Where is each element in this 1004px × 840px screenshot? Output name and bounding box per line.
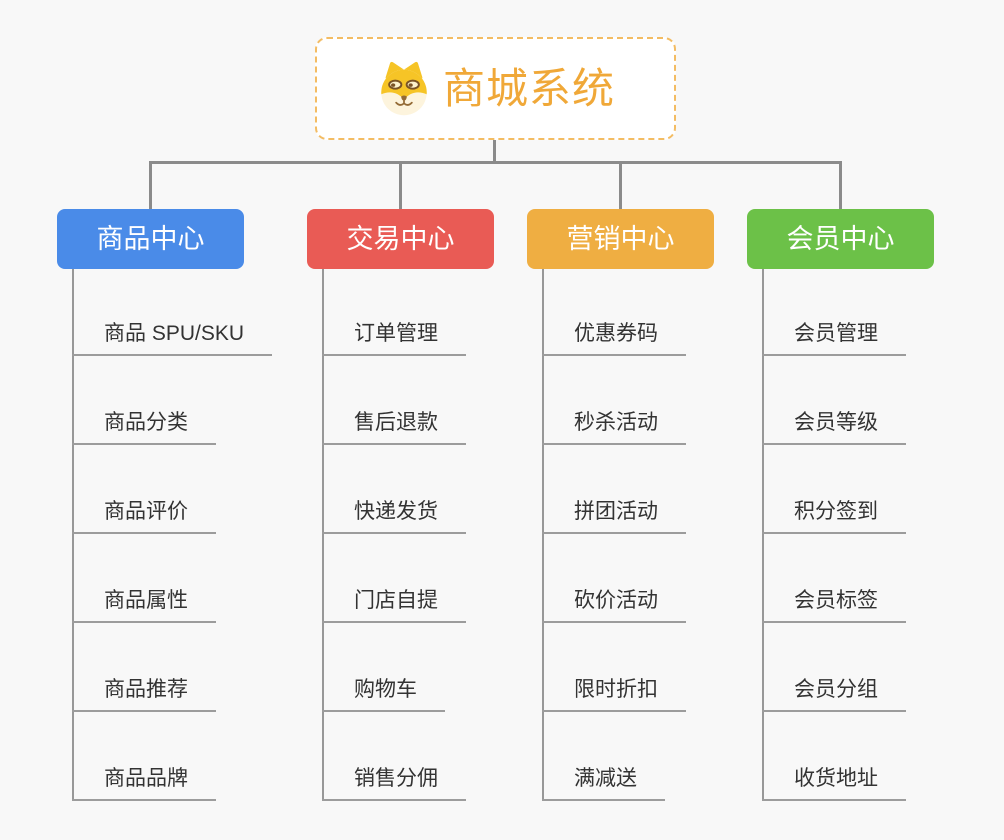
connector-drop-member [839,161,842,210]
leaf-item[interactable]: 砍价活动 [542,583,686,623]
branch-label: 营销中心 [566,223,675,254]
connector-column-member [762,269,764,801]
leaf-item[interactable]: 会员等级 [762,405,906,445]
leaf-item[interactable]: 快递发货 [322,494,466,534]
branch-trade-center[interactable]: 交易中心 [307,209,494,269]
branch-label: 商品中心 [96,223,205,254]
leaf-item[interactable]: 门店自提 [322,583,466,623]
connector-bus [150,161,842,164]
leaf-item[interactable]: 收货地址 [762,761,906,801]
branch-marketing-center[interactable]: 营销中心 [527,209,714,269]
leaf-item[interactable]: 会员标签 [762,583,906,623]
connector-column-product [72,269,74,801]
leaf-item[interactable]: 商品评价 [72,494,216,534]
leaf-item[interactable]: 优惠券码 [542,316,686,356]
leaf-item[interactable]: 限时折扣 [542,672,686,712]
connector-drop-product [149,161,152,210]
leaf-item[interactable]: 满减送 [542,761,665,801]
branch-product-center[interactable]: 商品中心 [57,209,244,269]
connector-drop-marketing [619,161,622,210]
root-node[interactable]: 商城系统 [315,37,676,140]
leaf-item[interactable]: 秒杀活动 [542,405,686,445]
leaf-item[interactable]: 会员管理 [762,316,906,356]
leaf-item[interactable]: 销售分佣 [322,761,466,801]
leaf-item[interactable]: 商品分类 [72,405,216,445]
leaf-item[interactable]: 订单管理 [322,316,466,356]
connector-root-stub [493,139,496,163]
leaf-item[interactable]: 积分签到 [762,494,906,534]
dog-icon [381,61,427,115]
branch-member-center[interactable]: 会员中心 [747,209,934,269]
connector-column-marketing [542,269,544,801]
leaf-item[interactable]: 售后退款 [322,405,466,445]
leaf-item[interactable]: 商品属性 [72,583,216,623]
leaf-item[interactable]: 商品推荐 [72,672,216,712]
leaf-item[interactable]: 会员分组 [762,672,906,712]
leaf-item[interactable]: 购物车 [322,672,445,712]
connector-drop-trade [399,161,402,210]
root-title: 商城系统 [442,64,615,112]
leaf-item[interactable]: 拼团活动 [542,494,686,534]
branch-label: 会员中心 [786,223,895,254]
leaf-item[interactable]: 商品品牌 [72,761,216,801]
branch-label: 交易中心 [346,223,455,254]
leaf-item[interactable]: 商品 SPU/SKU [72,316,273,356]
connector-column-trade [322,269,324,801]
